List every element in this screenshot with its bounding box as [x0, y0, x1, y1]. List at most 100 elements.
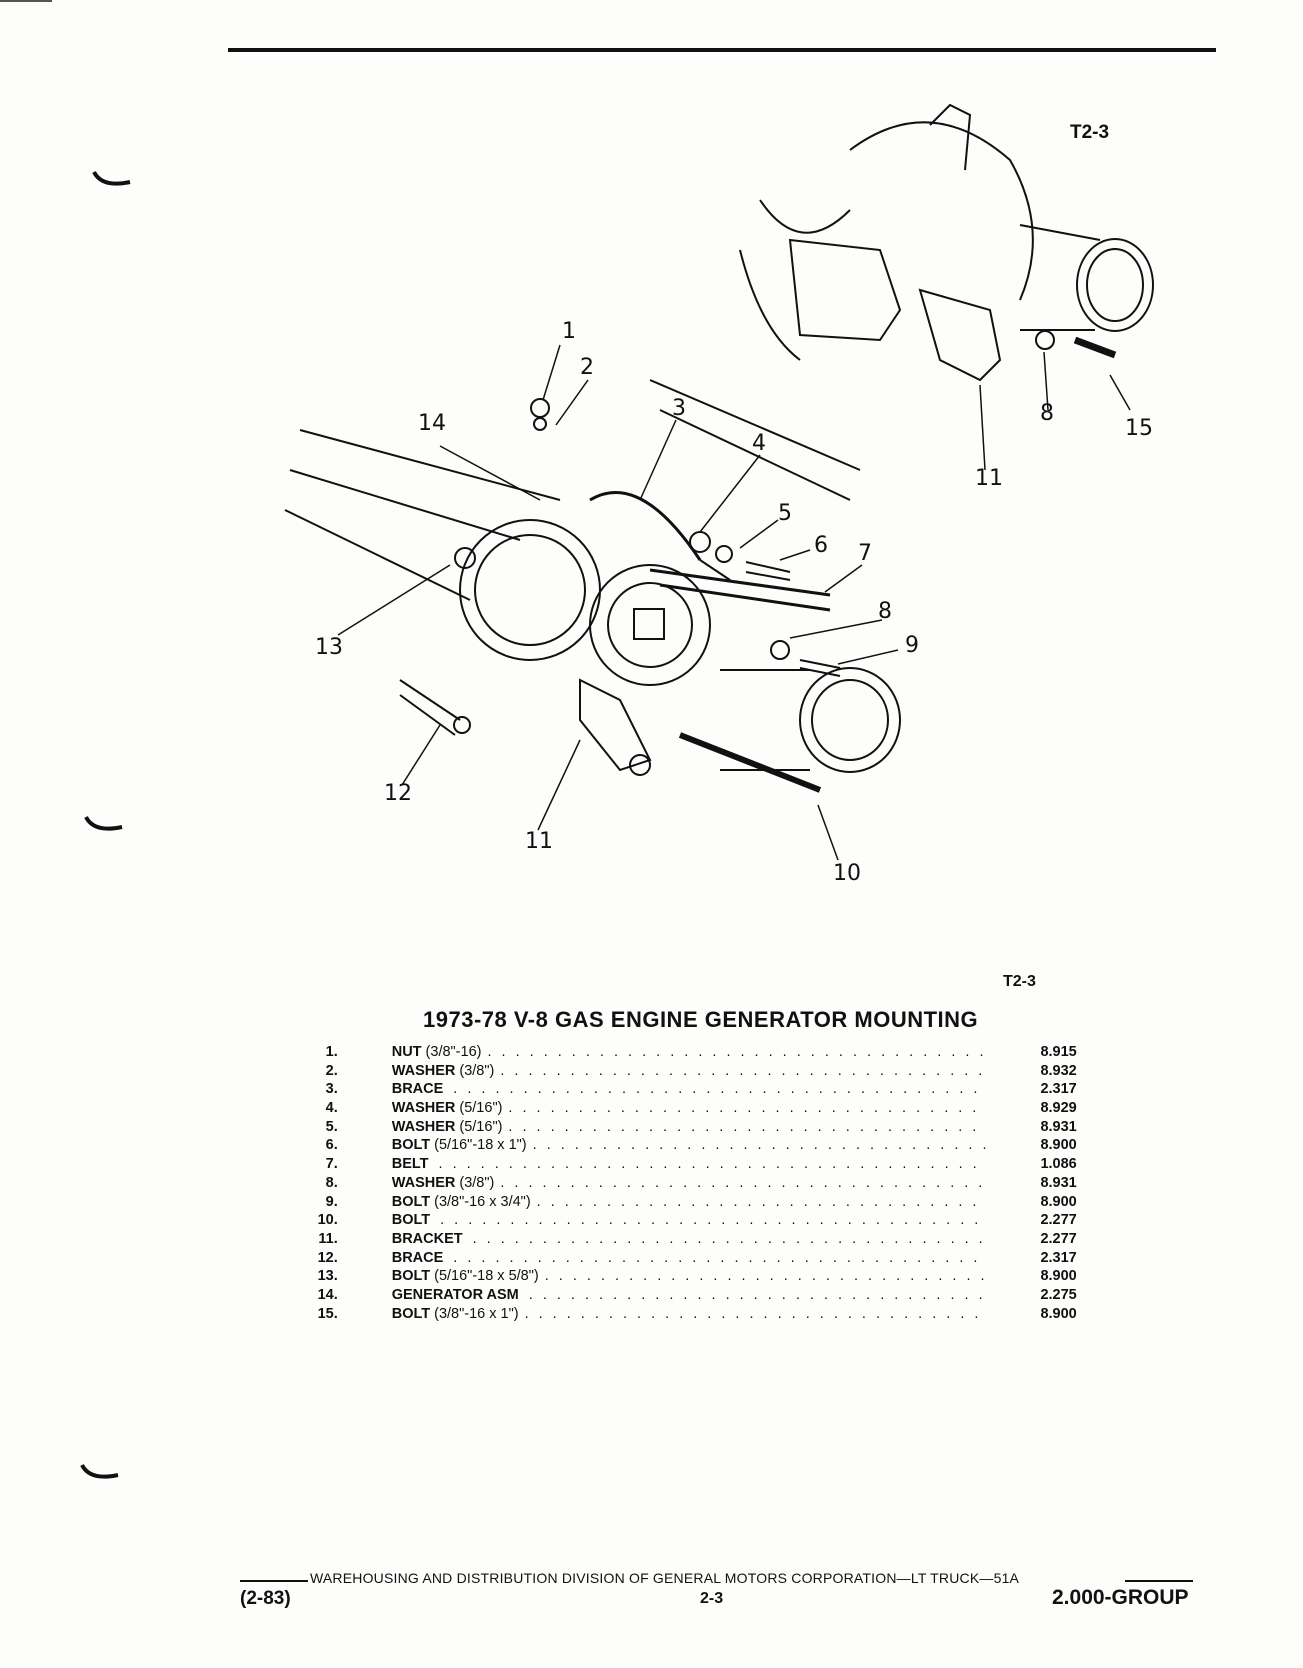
part-spec: (3/8"): [459, 1062, 495, 1079]
part-spec: (3/8"-16 x 1"): [434, 1305, 519, 1322]
parts-list: 1.NUT(3/8"-16)8.9152.WASHER(3/8")8.9323.…: [300, 1044, 1100, 1324]
part-name: BOLT: [391, 1305, 431, 1322]
callout-11: 11: [525, 829, 553, 854]
part-description: BRACE: [392, 1250, 988, 1266]
footer-page-number: 2-3: [700, 1590, 724, 1607]
part-group-number: 1.086: [1040, 1156, 1077, 1173]
callout-13: 13: [315, 635, 343, 660]
callout-8: 8: [878, 599, 892, 624]
part-name: BRACE: [391, 1249, 444, 1266]
part-group-number: 2.317: [1040, 1249, 1077, 1266]
leader-dots: [545, 1268, 988, 1284]
part-description: BOLT(3/8"-16 x 1"): [392, 1306, 988, 1322]
leader-dots: [500, 1175, 987, 1191]
part-description: GENERATOR ASM: [392, 1287, 988, 1303]
callout-12: 12: [384, 781, 412, 806]
callout-6: 6: [814, 533, 828, 558]
callout-4: 4: [752, 431, 766, 456]
parts-list-row: 12. BRACE 2.317: [300, 1250, 1100, 1269]
parts-list-row: 11.BRACKET2.277: [300, 1231, 1100, 1250]
part-description: BOLT(5/16"-18 x 5/8"): [392, 1268, 988, 1284]
part-name: BRACKET: [391, 1230, 463, 1247]
footer-group: 2.000-GROUP: [1052, 1586, 1189, 1609]
parts-list-row: 15.BOLT(3/8"-16 x 1")8.900: [300, 1306, 1100, 1325]
part-group-number: 2.317: [1040, 1081, 1077, 1098]
part-number: 7.: [325, 1156, 338, 1173]
part-number: 9.: [325, 1193, 338, 1210]
part-number: 3.: [325, 1081, 338, 1098]
part-name: BELT: [391, 1156, 429, 1173]
exploded-parts-diagram: 1 2 3 4 5 6 7 8 9 10 11 12 13 14 8 11 15: [284, 103, 1154, 886]
leader-dots: [453, 1081, 987, 1097]
part-name: BOLT: [391, 1212, 431, 1229]
callout-8b: 8: [1040, 401, 1054, 426]
parts-list-row: 10. BOLT 2.277: [300, 1212, 1100, 1231]
part-description: WASHER(3/8"): [392, 1175, 988, 1191]
part-group-number: 8.915: [1040, 1044, 1077, 1060]
part-spec: (5/16"): [459, 1100, 503, 1117]
part-number: 5.: [325, 1118, 338, 1135]
part-description: NUT(3/8"-16): [392, 1044, 988, 1060]
part-spec: (5/16"): [459, 1118, 503, 1135]
part-description: BOLT(5/16"-18 x 1"): [392, 1137, 988, 1153]
leader-dots: [508, 1119, 987, 1135]
corner-mark: [0, 0, 52, 2]
leader-dots: [529, 1287, 988, 1303]
part-number: 8.: [325, 1174, 338, 1191]
part-group-number: 8.900: [1040, 1268, 1077, 1285]
part-group-number: 2.275: [1040, 1286, 1077, 1303]
leader-dots: [537, 1194, 988, 1210]
part-description: BELT: [392, 1156, 988, 1172]
part-name: NUT: [391, 1044, 422, 1060]
figure-code-caption: T2-3: [1003, 973, 1036, 990]
footer-division-line: WAREHOUSING AND DISTRIBUTION DIVISION OF…: [310, 1570, 1020, 1586]
part-description: WASHER(3/8"): [392, 1063, 988, 1079]
parts-list-row: 13.BOLT(5/16"-18 x 5/8")8.900: [300, 1268, 1100, 1287]
callout-11b: 11: [975, 466, 1003, 491]
part-description: WASHER(5/16"): [392, 1119, 988, 1135]
callout-labels: 1 2 3 4 5 6 7 8 9 10 11 12 13 14 8 11 15: [315, 319, 1153, 886]
part-group-number: 8.900: [1040, 1305, 1077, 1322]
part-spec: (3/8"-16): [425, 1044, 482, 1060]
main-engine-assembly: [284, 379, 901, 793]
binder-hole-mark-middle: [84, 815, 123, 831]
part-number: 1.: [325, 1044, 338, 1060]
part-name: GENERATOR ASM: [391, 1286, 519, 1303]
part-spec: (5/16"-18 x 1"): [434, 1137, 527, 1154]
part-name: BOLT: [391, 1268, 431, 1285]
part-spec: (3/8"-16 x 3/4"): [434, 1193, 531, 1210]
part-spec: (5/16"-18 x 5/8"): [434, 1268, 539, 1285]
leader-dots: [500, 1063, 987, 1079]
parts-list-row: 8. WASHER(3/8") 8.931: [300, 1175, 1100, 1194]
leader-dots: [453, 1250, 987, 1266]
parts-list-row: 6.BOLT(5/16"-18 x 1")8.900: [300, 1137, 1100, 1156]
part-group-number: 8.932: [1040, 1062, 1077, 1079]
part-description: BOLT: [392, 1212, 988, 1228]
footer-rule-right: [1125, 1580, 1193, 1582]
part-number: 10.: [317, 1212, 338, 1229]
part-name: BRACE: [391, 1081, 444, 1098]
callout-15: 15: [1125, 416, 1153, 441]
parts-list-row: 14.GENERATOR ASM2.275: [300, 1287, 1100, 1306]
part-group-number: 8.931: [1040, 1118, 1077, 1135]
part-group-number: 8.931: [1040, 1174, 1077, 1191]
callout-14: 14: [418, 411, 446, 436]
binder-hole-mark-bottom: [80, 1463, 119, 1479]
part-group-number: 8.900: [1040, 1193, 1077, 1210]
part-group-number: 2.277: [1040, 1212, 1077, 1229]
part-description: BOLT(3/8"-16 x 3/4"): [392, 1194, 988, 1210]
callout-10: 10: [833, 861, 861, 886]
part-name: WASHER: [391, 1100, 456, 1117]
parts-list-row: 3. BRACE 2.317: [300, 1081, 1100, 1100]
callout-3: 3: [672, 396, 686, 421]
callout-7: 7: [858, 541, 872, 566]
leader-dots: [487, 1044, 987, 1060]
part-group-number: 8.929: [1040, 1100, 1077, 1117]
part-number: 11.: [318, 1230, 338, 1247]
part-name: WASHER: [391, 1062, 456, 1079]
parts-list-row: 7. BELT 1.086: [300, 1156, 1100, 1175]
parts-list-row: 4.WASHER(5/16")8.929: [300, 1100, 1100, 1119]
callout-2: 2: [580, 355, 594, 380]
part-number: 12.: [317, 1249, 338, 1266]
footer-rule-left: [240, 1580, 308, 1582]
